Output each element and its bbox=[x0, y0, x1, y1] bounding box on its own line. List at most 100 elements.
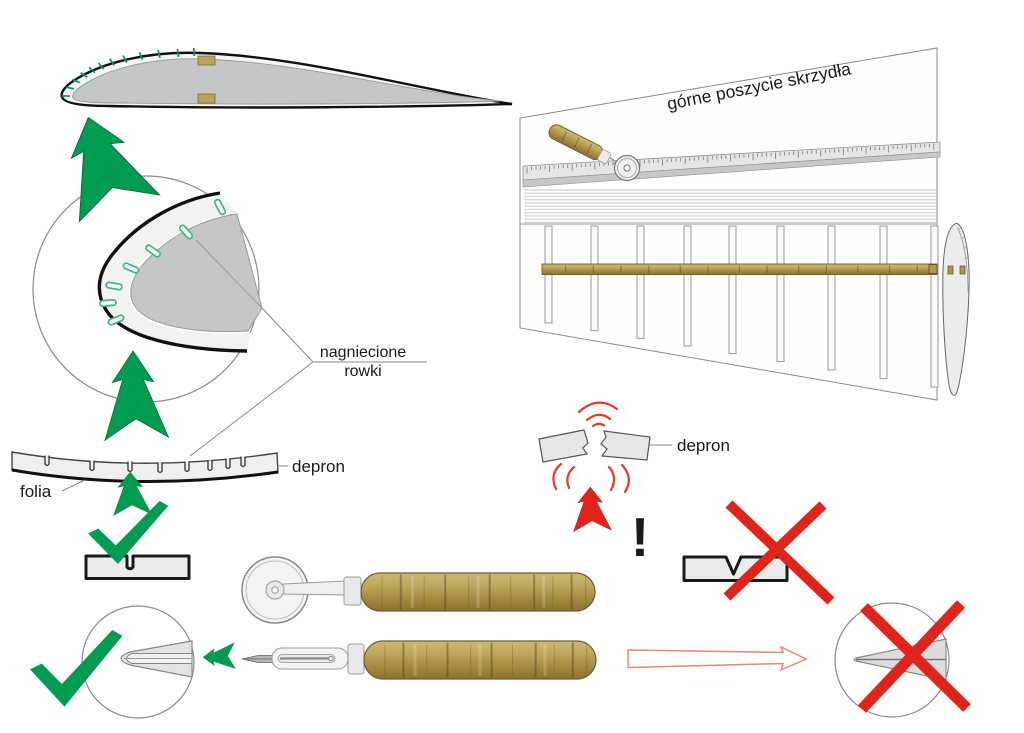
strip-groove bbox=[44, 455, 50, 467]
wing-rib bbox=[590, 225, 599, 332]
callout-leader-upper bbox=[261, 307, 314, 363]
strip-groove bbox=[207, 460, 213, 472]
crack-arcs bbox=[552, 401, 630, 494]
depron-strip-section: depron folia bbox=[11, 451, 345, 501]
strip-groove bbox=[240, 456, 246, 468]
exclamation-icon: ! bbox=[631, 506, 649, 568]
crack-arc bbox=[620, 463, 630, 494]
wing-rib bbox=[827, 225, 836, 371]
cross-icon bbox=[723, 500, 835, 605]
hatch-mark bbox=[964, 255, 970, 260]
cross-icon bbox=[857, 600, 971, 713]
wing-panel: górne poszycie skrzydła bbox=[519, 47, 970, 401]
pressed-groove-slot-icon bbox=[99, 298, 117, 308]
crack-arc bbox=[607, 465, 616, 492]
wedge-divider-line bbox=[195, 239, 263, 309]
pressed-groove-slots bbox=[99, 198, 227, 326]
leading-edge-core-wedge bbox=[130, 213, 263, 333]
pressed-groove-slot-icon bbox=[105, 281, 123, 291]
tool-ferrule bbox=[343, 576, 362, 606]
groove-tick-icon bbox=[80, 72, 88, 78]
strip-groove bbox=[225, 458, 231, 470]
broken-depron-section: depron ! bbox=[538, 401, 730, 568]
callout-leader-lower bbox=[189, 361, 314, 457]
wood-grain bbox=[586, 143, 593, 155]
small-wheel-rim bbox=[617, 158, 637, 178]
callout-text-line1: nagniecione bbox=[320, 344, 406, 361]
pressed-groove-slot-icon bbox=[122, 262, 140, 274]
arrow-left-to-tip-icon bbox=[202, 642, 236, 669]
groove-tick-icon bbox=[88, 66, 96, 74]
strip-groove bbox=[127, 461, 133, 473]
wood-grain-streaks bbox=[381, 265, 918, 678]
callout-text-line2: rowki bbox=[344, 363, 381, 380]
needle-eye bbox=[328, 655, 334, 662]
groove-tick-icon bbox=[97, 62, 105, 70]
pressed-groove-slot-icon bbox=[178, 224, 194, 240]
folia-label: folia bbox=[20, 482, 52, 501]
tool-ferrule bbox=[347, 643, 365, 675]
groove-sample-good bbox=[84, 554, 191, 580]
airfoil-core bbox=[72, 58, 501, 105]
hatch-mark bbox=[960, 235, 966, 240]
arrow-right-outline-icon bbox=[627, 645, 808, 672]
wing-rib bbox=[636, 225, 645, 339]
folia-label-leader bbox=[61, 479, 86, 492]
wing-rib bbox=[776, 225, 785, 363]
groove-tick-marks bbox=[61, 47, 196, 97]
wood-grain bbox=[573, 137, 580, 148]
groove-tick-icon bbox=[109, 58, 115, 66]
strip-groove bbox=[184, 461, 190, 473]
scored-groove-lines bbox=[524, 189, 936, 223]
strip-groove bbox=[89, 460, 95, 472]
callout-grooves: nagniecione rowki bbox=[189, 307, 427, 457]
leading-edge-outer-outline bbox=[97, 191, 248, 353]
cross-stroke bbox=[857, 600, 966, 713]
cross-stroke bbox=[723, 501, 827, 601]
wing-rib bbox=[683, 225, 692, 347]
groove-tick-icon bbox=[157, 49, 161, 59]
magnifier-circle-bad-tip bbox=[834, 602, 950, 718]
spar-top bbox=[197, 55, 216, 66]
groove-tick-icon bbox=[176, 48, 180, 58]
wheel-axle bbox=[271, 586, 279, 594]
wooden-handle bbox=[360, 572, 596, 612]
pressed-groove-slot-icon bbox=[107, 314, 125, 326]
hatch-mark bbox=[962, 245, 968, 250]
broken-piece-left bbox=[538, 429, 589, 463]
strip-groove bbox=[157, 462, 163, 474]
groove-tick-icon bbox=[65, 86, 75, 90]
crack-arc bbox=[566, 465, 576, 490]
strip-grooves bbox=[44, 455, 246, 474]
rib-spar-slot bbox=[959, 265, 966, 275]
wing-ribs bbox=[544, 225, 939, 388]
pressed-groove-slot-icon bbox=[145, 244, 161, 258]
tracing-wheel-on-ruler bbox=[548, 124, 641, 182]
rib-spar-slot bbox=[947, 265, 954, 275]
groove-tick-icon bbox=[122, 55, 128, 63]
foil-film-line bbox=[11, 468, 279, 484]
stylus-tool bbox=[241, 640, 597, 680]
spar-bottom bbox=[197, 93, 216, 104]
hatch-mark bbox=[957, 226, 963, 231]
rib-profile bbox=[942, 222, 970, 396]
crack-arc bbox=[585, 413, 612, 422]
spar-joint-block bbox=[928, 264, 938, 274]
magnifier-circle-leading-edge bbox=[32, 175, 263, 403]
pressed-groove-slot-icon bbox=[213, 198, 227, 216]
depron-label: depron bbox=[292, 457, 345, 476]
groove-tick-icon bbox=[138, 51, 144, 61]
rib-profile-outline bbox=[942, 222, 970, 396]
broken-piece-right bbox=[600, 430, 651, 461]
leading-edge-skin-band bbox=[99, 193, 252, 351]
small-ferrule bbox=[597, 149, 612, 165]
groove-tick-icon bbox=[72, 78, 80, 84]
crack-arc bbox=[591, 422, 606, 428]
small-wheel-hub bbox=[623, 164, 631, 172]
crack-arc bbox=[552, 462, 563, 491]
good-marks bbox=[52, 104, 236, 669]
depron-broken-label: depron bbox=[677, 436, 730, 455]
wing-rib bbox=[930, 225, 939, 388]
